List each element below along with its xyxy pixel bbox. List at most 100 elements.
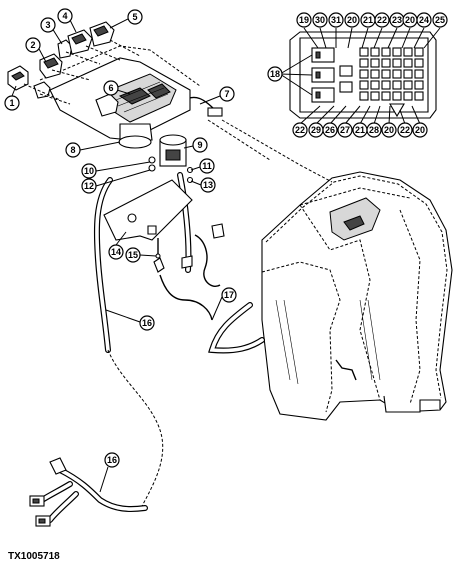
callout-leaders (11, 18, 223, 493)
fuse-bottom-callout-1-label: 22 (295, 125, 305, 135)
callout-10-circle (81, 163, 97, 179)
callout-8-circle (65, 142, 81, 158)
fuse-slot (392, 80, 402, 90)
fuse-bottom-callout-4-circle (337, 122, 353, 138)
callout-15-label: 15 (128, 250, 138, 260)
fuse-bottom-callout-7-label: 20 (384, 125, 394, 135)
wiring-harness (93, 96, 265, 354)
fuse-slot (414, 69, 424, 79)
callout-17-circle (221, 287, 237, 303)
inset-leaders (279, 27, 441, 125)
fuse-bottom-callout-6-label: 28 (369, 125, 379, 135)
fuse-slot (359, 58, 369, 68)
callout-18-circle (104, 452, 120, 468)
fuse-slot (403, 58, 413, 68)
callout-15-circle (125, 247, 141, 263)
fuse-slot (381, 47, 391, 57)
fuse-top-callout-9-label: 24 (419, 15, 429, 25)
fuse-slot (414, 91, 424, 101)
callout-2-label: 2 (30, 40, 35, 50)
fuse-slot (414, 58, 424, 68)
fuse-bottom-callouts: 22 29 26 27 21 28 20 22 20 (292, 122, 428, 138)
callout-11-circle (199, 158, 215, 174)
relay-slots (311, 47, 353, 103)
fuse-slot (392, 47, 402, 57)
callout-4-circle (57, 8, 73, 24)
fuse-side-callout-label: 18 (270, 69, 280, 79)
fuse-bottom-callout-1-circle (292, 122, 308, 138)
callout-7-label: 7 (224, 89, 229, 99)
fuse-slot (414, 80, 424, 90)
fuse-top-callout-1-label: 19 (299, 15, 309, 25)
callout-14-label: 14 (111, 247, 121, 257)
fuse-top-callout-10-label: 25 (435, 15, 445, 25)
fuse-bottom-callout-8-circle (397, 122, 413, 138)
callout-7-circle (219, 86, 235, 102)
fuse-slot (403, 69, 413, 79)
callout-9-circle (192, 137, 208, 153)
fuse-grid (359, 47, 424, 101)
fuse-bottom-callout-8-label: 22 (400, 125, 410, 135)
callout-18-label: 16 (107, 455, 117, 465)
callout-14-circle (108, 244, 124, 260)
fuse-bottom-callout-4-label: 27 (340, 125, 350, 135)
callout-3-circle (40, 17, 56, 33)
fuse-bottom-callout-5-label: 21 (355, 125, 365, 135)
fuse-slot (381, 80, 391, 90)
fuse-bottom-callout-2-label: 29 (311, 125, 321, 135)
callout-12-label: 12 (84, 181, 94, 191)
callout-13-circle (200, 177, 216, 193)
fuse-bottom-callout-7-circle (381, 122, 397, 138)
callout-5-circle (127, 9, 143, 25)
callout-16-circle (139, 315, 155, 331)
solenoid (148, 134, 194, 184)
fuse-slot (392, 91, 402, 101)
callout-16-label: 16 (142, 318, 152, 328)
callout-6-circle (103, 80, 119, 96)
fuse-slot (392, 58, 402, 68)
fuse-bottom-callout-6-circle (366, 122, 382, 138)
fuse-bottom-callout-9-label: 20 (415, 125, 425, 135)
fuse-top-callout-4-circle (344, 12, 360, 28)
fuse-slot (403, 91, 413, 101)
callout-5-label: 5 (132, 12, 137, 22)
fuse-slot (414, 47, 424, 57)
fuse-top-callout-4-label: 20 (347, 15, 357, 25)
relay-assembly (39, 45, 201, 149)
lower-harness-connector (29, 457, 148, 527)
fuse-top-callout-8-label: 20 (405, 15, 415, 25)
fuse-top-callout-5-label: 21 (363, 15, 373, 25)
callout-4-label: 4 (62, 11, 67, 21)
mounting-plate (103, 179, 193, 259)
fuse-bottom-callout-3-label: 26 (325, 125, 335, 135)
fuse-slot (370, 47, 380, 57)
fuse-slot (359, 69, 369, 79)
callout-1-circle (4, 95, 20, 111)
fuse-top-callout-6-circle (374, 12, 390, 28)
fuse-top-callout-2-label: 30 (315, 15, 325, 25)
fuse-slot (381, 69, 391, 79)
fuse-slot (370, 91, 380, 101)
fuse-top-callout-2-circle (312, 12, 328, 28)
fuse-slot (381, 91, 391, 101)
fuse-side-callout: 18 (267, 66, 283, 82)
fuse-top-callout-9-circle (416, 12, 432, 28)
fuse-slot (403, 80, 413, 90)
callout-11-label: 11 (202, 161, 212, 171)
fuse-top-callout-7-label: 23 (392, 15, 402, 25)
fuse-top-callout-3-circle (328, 12, 344, 28)
fender-console (261, 171, 453, 421)
fuse-top-callout-6-label: 22 (377, 15, 387, 25)
fuse-top-callout-10-circle (432, 12, 448, 28)
fuse-bottom-callout-3-circle (322, 122, 338, 138)
callout-12-circle (81, 178, 97, 194)
figure-id: TX1005718 (8, 551, 60, 562)
fuse-slot (370, 80, 380, 90)
callout-8-label: 8 (70, 145, 75, 155)
fuse-slot (359, 91, 369, 101)
fuse-slot (359, 47, 369, 57)
callout-13-label: 13 (203, 180, 213, 190)
callout-9-label: 9 (197, 140, 202, 150)
